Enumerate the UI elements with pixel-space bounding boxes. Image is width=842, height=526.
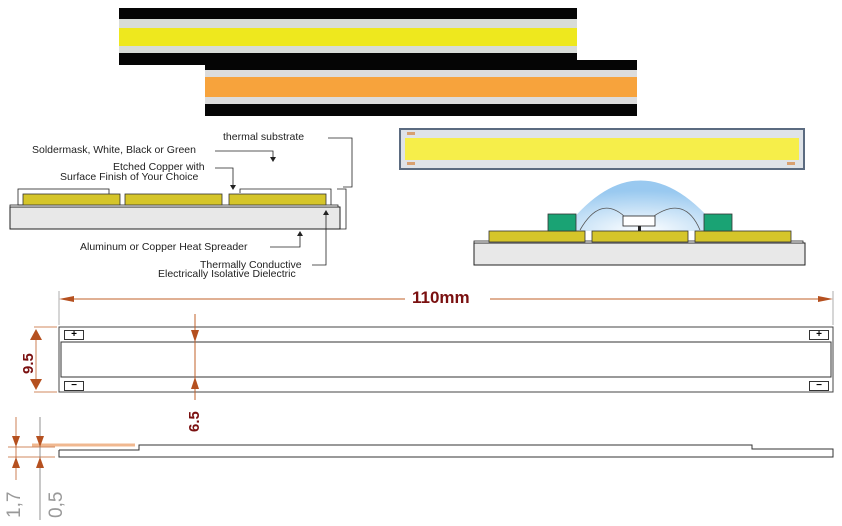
label-heat-spreader: Aluminum or Copper Heat Spreader	[80, 241, 248, 253]
label-etched-copper-2: Surface Finish of Your Choice	[60, 171, 199, 183]
dimension-emitter-width: 6.5	[186, 411, 203, 432]
dimension-total-thickness: 1,7	[4, 491, 25, 518]
pad-minus-left: −	[64, 381, 84, 391]
label-thermal-substrate: thermal substrate	[223, 131, 305, 143]
label-dielectric-2: Electrically Isolative Dielectric	[158, 268, 296, 280]
dimension-length: 110mm	[412, 288, 470, 307]
dimension-width: 9.5	[20, 353, 37, 374]
side-view-drawing	[8, 417, 834, 520]
led-cross-section-diagram	[473, 180, 806, 266]
label-dielectric-1: Thermally Conductive	[200, 259, 302, 271]
top-view-drawing	[30, 291, 834, 400]
pad-plus-right: +	[809, 330, 829, 340]
photo-strip-top-view	[399, 128, 805, 170]
label-soldermask: Soldermask, White, Black or Green	[32, 144, 196, 156]
pad-minus-right: −	[809, 381, 829, 391]
pad-plus-left: +	[64, 330, 84, 340]
photo-cool-white-strip	[119, 8, 577, 65]
label-etched-copper-1: Etched Copper with	[113, 161, 205, 173]
dimension-board-thickness: 0,5	[46, 491, 67, 518]
photo-warm-white-strip	[205, 60, 637, 116]
layer-stack-diagram	[9, 137, 353, 266]
